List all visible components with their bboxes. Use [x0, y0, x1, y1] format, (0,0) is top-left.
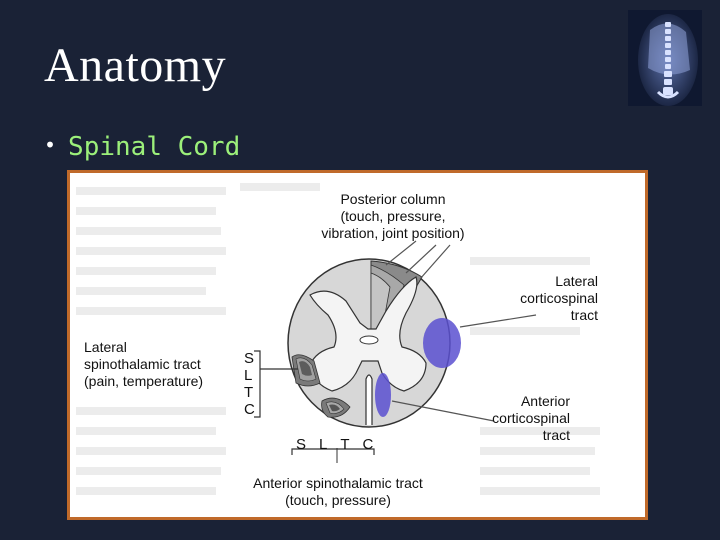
- segment-letters-horizontal: S L T C: [296, 437, 373, 452]
- bullet-spinal-cord: • Spinal Cord: [44, 132, 240, 162]
- label-anterior-spinothalamic-line-1: Anterior spinothalamic tract: [253, 475, 423, 491]
- segment-letter-l: L: [244, 367, 253, 384]
- segment-letter-c: C: [244, 401, 255, 418]
- slide-title: Anatomy: [44, 39, 227, 92]
- label-anterior-corticospinal-line-1: Anterior: [520, 393, 570, 409]
- bullet-dot: •: [44, 133, 57, 157]
- label-anterior-corticospinal-line-3: tract: [542, 427, 570, 443]
- label-posterior-column-line-3: vibration, joint position): [321, 225, 465, 241]
- label-lateral-spinothalamic: Lateral spinothalamic tract (pain, tempe…: [84, 339, 234, 390]
- label-posterior-column-line-1: Posterior column: [340, 191, 446, 207]
- label-anterior-spinothalamic: Anterior spinothalamic tract (touch, pre…: [232, 475, 444, 509]
- segment-letters-vertical: S L T C: [244, 351, 255, 417]
- label-anterior-corticospinal-line-2: corticospinal: [492, 410, 570, 426]
- bullet-text: Spinal Cord: [68, 132, 241, 162]
- label-anterior-spinothalamic-line-2: (touch, pressure): [285, 492, 391, 508]
- segment-letter-s-h: S: [296, 436, 307, 453]
- label-anterior-corticospinal: Anterior corticospinal tract: [482, 393, 570, 444]
- spine-thumbnail-image: [628, 10, 702, 106]
- segment-letter-c-h: C: [362, 436, 374, 453]
- segment-letter-t: T: [244, 384, 254, 401]
- label-lateral-corticospinal: Lateral corticospinal tract: [492, 273, 598, 324]
- label-lateral-corticospinal-line-3: tract: [570, 307, 598, 323]
- label-lateral-spinothalamic-line-3: (pain, temperature): [84, 373, 204, 389]
- label-lateral-spinothalamic-line-2: spinothalamic tract: [84, 356, 201, 372]
- spinal-cord-diagram: Posterior column (touch, pressure, vibra…: [67, 170, 648, 520]
- segment-letter-s: S: [244, 350, 255, 367]
- label-lateral-corticospinal-line-2: corticospinal: [520, 290, 598, 306]
- label-lateral-corticospinal-line-1: Lateral: [555, 273, 598, 289]
- label-posterior-column-line-2: (touch, pressure,: [340, 208, 446, 224]
- label-lateral-spinothalamic-line-1: Lateral: [84, 339, 127, 355]
- segment-letter-l-h: L: [319, 436, 328, 453]
- segment-letter-t-h: T: [340, 436, 350, 453]
- label-posterior-column: Posterior column (touch, pressure, vibra…: [308, 191, 478, 242]
